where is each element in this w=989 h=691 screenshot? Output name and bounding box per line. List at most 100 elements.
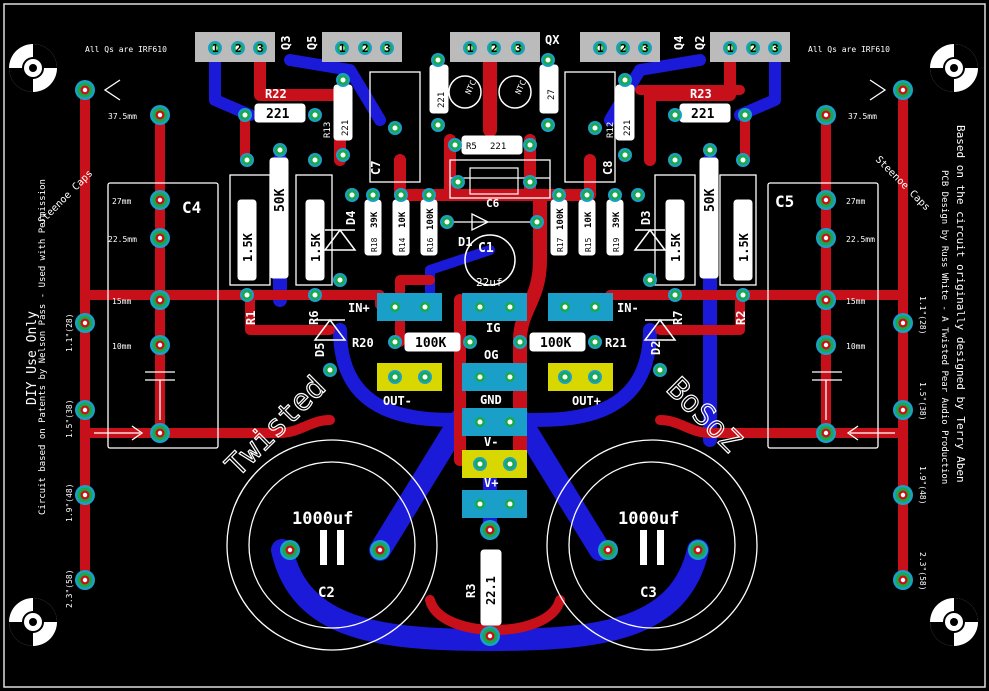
label-c2: C2 xyxy=(318,585,335,601)
spacing-15-left: 15mm xyxy=(112,297,131,306)
cap-spacing-labels: 37.5mm 27mm 22.5mm 15mm 10mm 37.5mm 27mm… xyxy=(65,112,927,608)
spacing-22-right: 22.5mm xyxy=(846,235,875,244)
label-c6: C6 xyxy=(486,197,500,210)
label-r16: R16 xyxy=(426,237,435,252)
label-r17: R17 xyxy=(556,237,565,252)
spacing-1-5-right: 1.5"(38) xyxy=(918,382,927,421)
spacing-10-left: 10mm xyxy=(112,342,131,351)
value-r20: 100K xyxy=(415,336,446,351)
label-v-plus: V+ xyxy=(484,476,498,490)
spacing-1-1-right: 1.1"(28) xyxy=(918,296,927,335)
label-v-minus: V- xyxy=(484,435,498,449)
value-r6: 1.5K xyxy=(309,232,323,262)
label-r15: R15 xyxy=(584,237,593,252)
spacing-10-right: 10mm xyxy=(846,342,865,351)
label-r12: R12 xyxy=(606,122,616,138)
transistor-pin-number: 1 xyxy=(727,42,734,55)
note-all-qs-left: All Qs are IRF610 xyxy=(85,45,167,54)
spacing-2-3-left: 2.3"(58) xyxy=(65,569,74,608)
label-d1: D1 xyxy=(458,235,472,249)
credit-left-2: DIY Use Only xyxy=(25,311,40,405)
value-c1: 22uf xyxy=(476,276,503,289)
transistor-pin-number: 3 xyxy=(772,42,779,55)
value-r10: 50K xyxy=(273,188,288,212)
cap-c2-body xyxy=(320,530,664,565)
mounting-hole-tl xyxy=(9,44,57,92)
label-qx: QX xyxy=(545,33,560,47)
label-og: OG xyxy=(484,348,498,362)
label-d5: D5 xyxy=(313,343,327,357)
label-out-minus: OUT- xyxy=(383,394,412,408)
transistor-pin-number: 1 xyxy=(212,42,219,55)
transistor-pin-number: 2 xyxy=(750,42,757,55)
label-in-plus: IN+ xyxy=(348,301,370,315)
credit-left-1: Circuit based on Patents by Nelson Pass … xyxy=(38,179,48,515)
label-r19: R19 xyxy=(612,237,621,252)
credit-right-1: Based on the circuit originally designed… xyxy=(954,125,967,483)
value-r23: 221 xyxy=(691,107,715,122)
ntc-thermistors xyxy=(448,75,532,286)
label-r11: R11 xyxy=(705,236,719,258)
diode-symbols xyxy=(313,228,677,341)
label-r7: R7 xyxy=(671,311,685,325)
spacing-22-left: 22.5mm xyxy=(108,235,137,244)
label-r3: R3 xyxy=(464,584,478,598)
mounting-hole-bl xyxy=(9,598,57,646)
spacing-27-right: 27mm xyxy=(846,197,865,206)
label-q4: Q4 xyxy=(672,36,686,50)
value-r21: 100K xyxy=(540,336,571,351)
transistor-pin-number: 3 xyxy=(515,42,522,55)
label-r18: R18 xyxy=(370,237,379,252)
label-d4: D4 xyxy=(344,211,358,225)
spacing-1-5-left: 1.5"(38) xyxy=(65,399,74,438)
resistor-labels: R22 221 R23 221 221 R13 221 R12 221 R5 2… xyxy=(241,79,751,605)
value-c3: 1000uf xyxy=(618,509,679,529)
value-r8: 27 xyxy=(547,89,557,100)
transistor-pin-number: 2 xyxy=(491,42,498,55)
label-q3: Q3 xyxy=(279,36,293,50)
value-r16: 100K xyxy=(426,208,436,230)
label-r23: R23 xyxy=(690,87,712,101)
value-r22: 221 xyxy=(266,107,290,122)
value-r2: 1.5K xyxy=(737,232,751,262)
label-d2: D2 xyxy=(649,341,663,355)
spacing-1-1-left: 1.1"(28) xyxy=(65,313,74,352)
value-c2: 1000uf xyxy=(292,509,353,529)
transistor-pin-number: 2 xyxy=(235,42,242,55)
spacing-1-9-left: 1.9"(48) xyxy=(65,483,74,522)
label-q2: Q2 xyxy=(693,36,707,50)
transistor-pin-number: 2 xyxy=(620,42,627,55)
label-r20: R20 xyxy=(352,336,374,350)
mounting-hole-tr xyxy=(930,44,978,92)
value-r5: 221 xyxy=(490,142,506,152)
label-r6: R6 xyxy=(307,311,321,325)
label-d3: D3 xyxy=(639,211,653,225)
silkscreen-outlines xyxy=(94,71,895,651)
transistor-pin-number: 1 xyxy=(597,42,604,55)
value-r7: 1.5K xyxy=(669,232,683,262)
value-r3: 22.1 xyxy=(484,576,498,605)
spacing-27-left: 27mm xyxy=(112,197,131,206)
label-c4: C4 xyxy=(182,198,201,217)
transistor-pin-number: 3 xyxy=(384,42,391,55)
transistor-labels: Q3 Q5 QX Q4 Q2 All Qs are IRF610 All Qs … xyxy=(85,33,890,54)
spacing-37-right: 37.5mm xyxy=(848,112,877,121)
transistor-pin-number: 3 xyxy=(642,42,649,55)
diode-labels: D1 D2 D3 D4 D5 xyxy=(313,211,663,357)
label-r14: R14 xyxy=(398,237,407,252)
capacitor-labels: C1 22uf 1000uf C2 1000uf C3 C4 C5 C6 C7 … xyxy=(182,161,794,601)
value-r17: 100K xyxy=(556,208,566,230)
label-r10: R10 xyxy=(275,236,289,258)
transistor-pin-number: 1 xyxy=(467,42,474,55)
value-r19: 39K xyxy=(612,211,622,228)
connector-labels: IN+ IN- IG OG OUT- OUT+ GND V- V+ xyxy=(348,301,639,490)
label-r22: R22 xyxy=(265,87,287,101)
label-r1: R1 xyxy=(244,311,258,325)
value-r12: 221 xyxy=(623,120,633,136)
transistor-pin-number: 2 xyxy=(362,42,369,55)
value-r1: 1.5K xyxy=(241,232,255,262)
spacing-2-3-right: 2.3"(58) xyxy=(918,552,927,591)
label-c5: C5 xyxy=(775,192,794,211)
resistor-bodies xyxy=(237,64,753,626)
value-r14: 10K xyxy=(398,211,408,228)
